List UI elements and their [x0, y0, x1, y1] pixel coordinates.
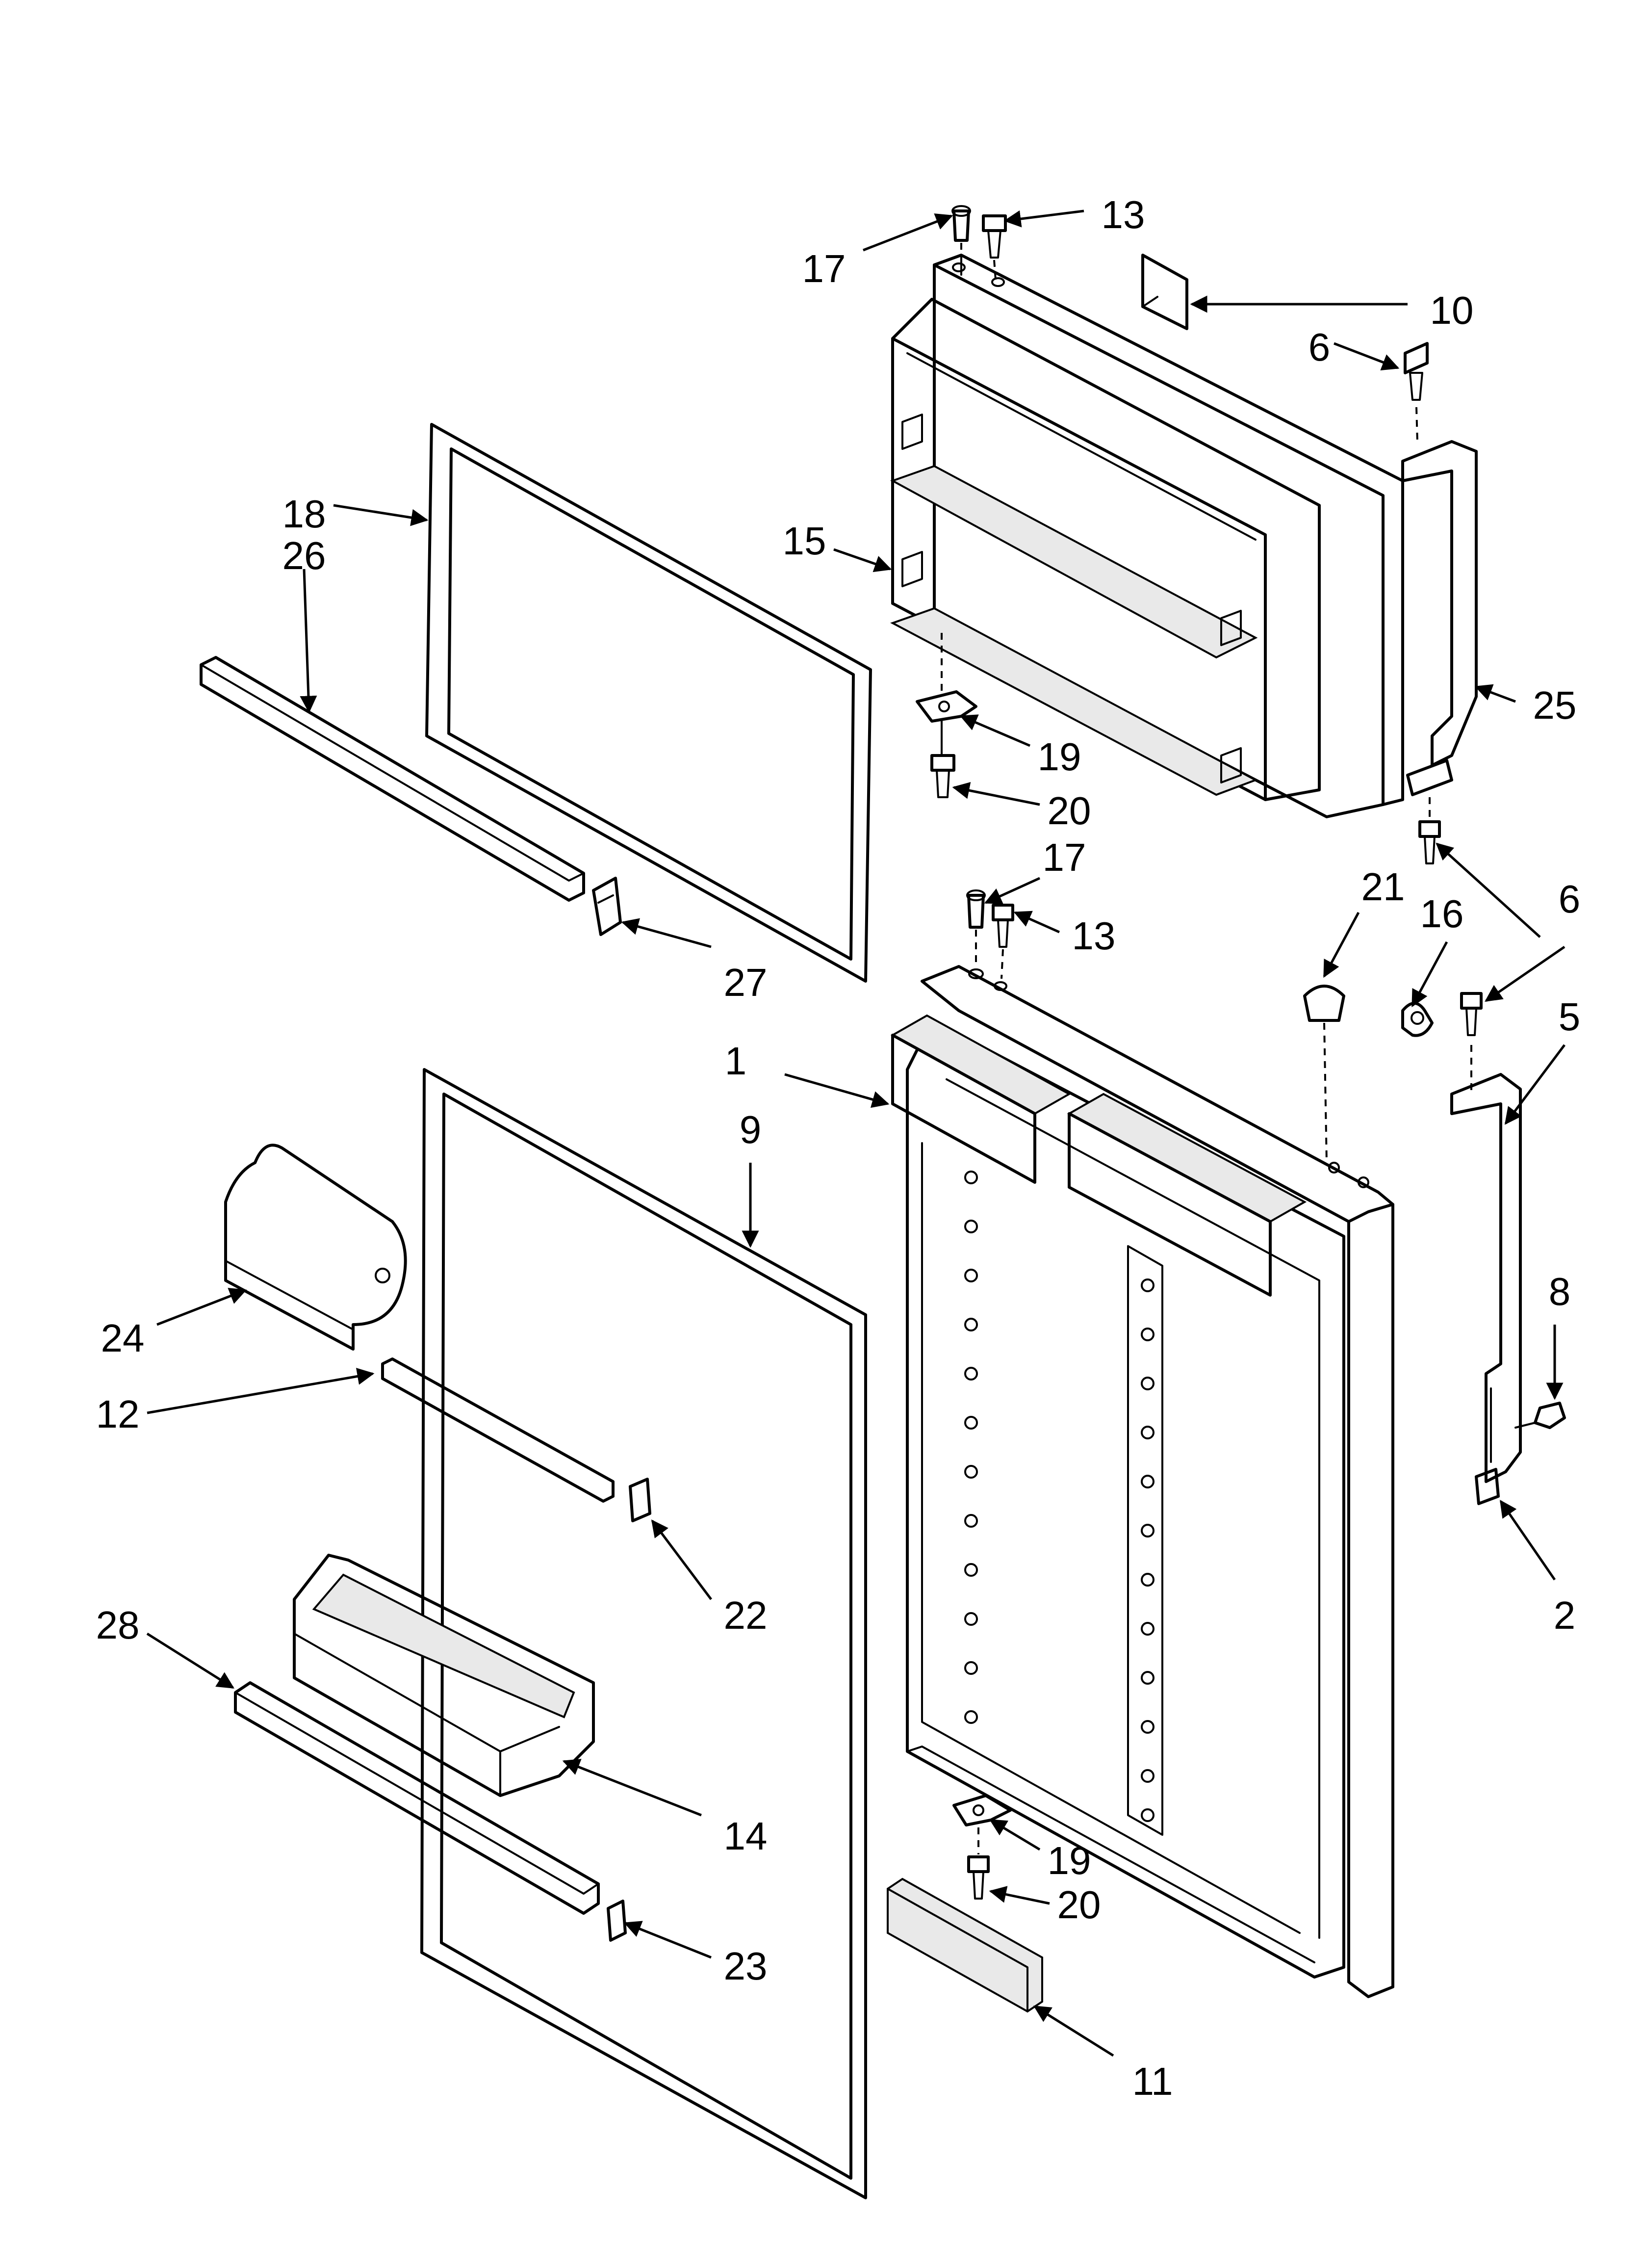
door-shelf-bar: [234, 1681, 627, 1942]
callout-labels: 1 2 5 6 6 6 8 9 10 11 12 13 13 14 15 16 …: [96, 193, 1581, 2103]
callout-15: 15: [783, 519, 826, 563]
callout-28: 28: [96, 1603, 140, 1647]
door-label-tag: [1141, 254, 1188, 330]
callout-19-bottom: 19: [1048, 1839, 1091, 1882]
door-cover-panel: [887, 1877, 1043, 2013]
callout-16: 16: [1420, 892, 1464, 936]
callout-24: 24: [101, 1316, 145, 1360]
callout-20-top: 20: [1048, 789, 1091, 833]
callout-13-middle: 13: [1072, 914, 1116, 958]
callout-6-upper: 6: [1559, 877, 1581, 921]
freezer-door-liner: [890, 254, 1404, 818]
freezer-door-bar: [200, 656, 622, 936]
callout-18: 18: [282, 492, 326, 536]
freezer-handle: [1401, 342, 1478, 864]
callout-19-top: 19: [1038, 735, 1081, 779]
callout-9: 9: [740, 1108, 762, 1151]
callout-13-top: 13: [1102, 193, 1145, 236]
dairy-compartment-door: [224, 1144, 407, 1351]
callout-12: 12: [96, 1392, 140, 1436]
callout-17-middle: 17: [1043, 835, 1086, 879]
callout-11: 11: [1132, 2059, 1173, 2103]
callout-6-top: 6: [1308, 325, 1331, 369]
dairy-door-bar: [381, 1357, 651, 1522]
callout-22: 22: [724, 1593, 768, 1637]
screw-middle: [992, 904, 1014, 979]
callout-20-bottom: 20: [1057, 1883, 1101, 1927]
callout-14: 14: [724, 1814, 768, 1858]
callout-23: 23: [724, 1944, 768, 1988]
fresh-food-door-liner: [890, 965, 1394, 1998]
plug-button-middle: [966, 889, 986, 966]
hinge-bracket-freezer: [916, 633, 977, 798]
hinge-bracket-fresh: [952, 1794, 1012, 1900]
callout-27: 27: [724, 961, 768, 1004]
hinge-spacer: [1401, 1002, 1434, 1037]
callout-2: 2: [1554, 1593, 1576, 1637]
plug-button-top: [951, 205, 971, 265]
callout-8: 8: [1549, 1270, 1571, 1313]
callout-17-top: 17: [802, 247, 846, 290]
freezer-door-gasket: [425, 423, 872, 983]
leader-lines: [146, 209, 1565, 2057]
callout-21: 21: [1361, 865, 1405, 909]
screw-top: [982, 214, 1007, 280]
callout-1: 1: [725, 1039, 747, 1083]
door-storage-bin: [293, 1554, 595, 1797]
callout-25: 25: [1533, 683, 1577, 727]
fresh-food-door-gasket: [420, 1068, 867, 2199]
fresh-food-handle: [1450, 992, 1566, 1505]
callout-26: 26: [282, 534, 326, 577]
hole-plug: [1303, 985, 1345, 1163]
callout-5: 5: [1559, 995, 1581, 1039]
callout-10: 10: [1430, 288, 1474, 332]
